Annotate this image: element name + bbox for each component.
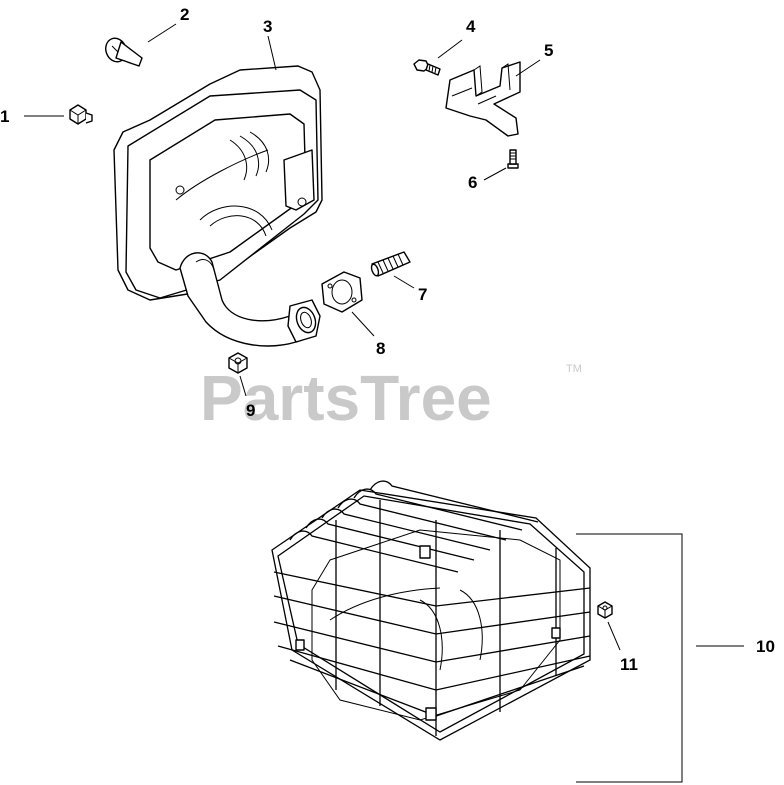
part-4-bolt[interactable] xyxy=(413,59,441,76)
callout-6: 6 xyxy=(468,173,477,192)
callout-3: 3 xyxy=(263,17,272,36)
leader-line-7 xyxy=(393,275,415,289)
callout-4: 4 xyxy=(466,17,476,36)
part-1-nut[interactable] xyxy=(69,104,93,125)
part-7-stud[interactable] xyxy=(370,251,411,277)
callout-7: 7 xyxy=(418,285,427,304)
part-10-guard-assembly[interactable] xyxy=(271,480,591,741)
leader-line-4 xyxy=(437,39,463,59)
leader-lines xyxy=(24,23,621,651)
callout-5: 5 xyxy=(544,41,553,60)
leader-line-9 xyxy=(239,375,247,397)
callout-10: 10 xyxy=(756,637,775,656)
callout-1: 1 xyxy=(0,107,9,126)
leader-line-11 xyxy=(607,621,621,651)
watermark-text: PartsTree xyxy=(200,362,492,434)
watermark-trademark: TM xyxy=(566,363,582,375)
part-5-bracket[interactable] xyxy=(445,61,521,137)
watermark: PartsTree TM xyxy=(200,362,582,434)
callout-2: 2 xyxy=(180,5,189,24)
leader-line-3 xyxy=(267,35,277,71)
part-3-muffler[interactable] xyxy=(113,65,323,347)
leader-line-8 xyxy=(351,311,375,337)
leader-line-2 xyxy=(147,23,177,43)
callout-8: 8 xyxy=(376,339,385,358)
part-11-nut[interactable] xyxy=(597,601,613,619)
assembly-bracket-line xyxy=(576,533,683,783)
leader-line-6 xyxy=(483,167,507,181)
part-8-gasket[interactable] xyxy=(321,271,363,313)
callout-11: 11 xyxy=(620,655,638,674)
part-2-deflector[interactable] xyxy=(102,35,143,67)
part-6-screw[interactable] xyxy=(507,149,519,169)
callout-9: 9 xyxy=(246,401,255,420)
part-9-nut[interactable] xyxy=(228,352,248,374)
callouts: 1 2 3 4 5 6 7 8 9 10 11 xyxy=(0,5,775,674)
leader-line-5 xyxy=(515,59,541,77)
